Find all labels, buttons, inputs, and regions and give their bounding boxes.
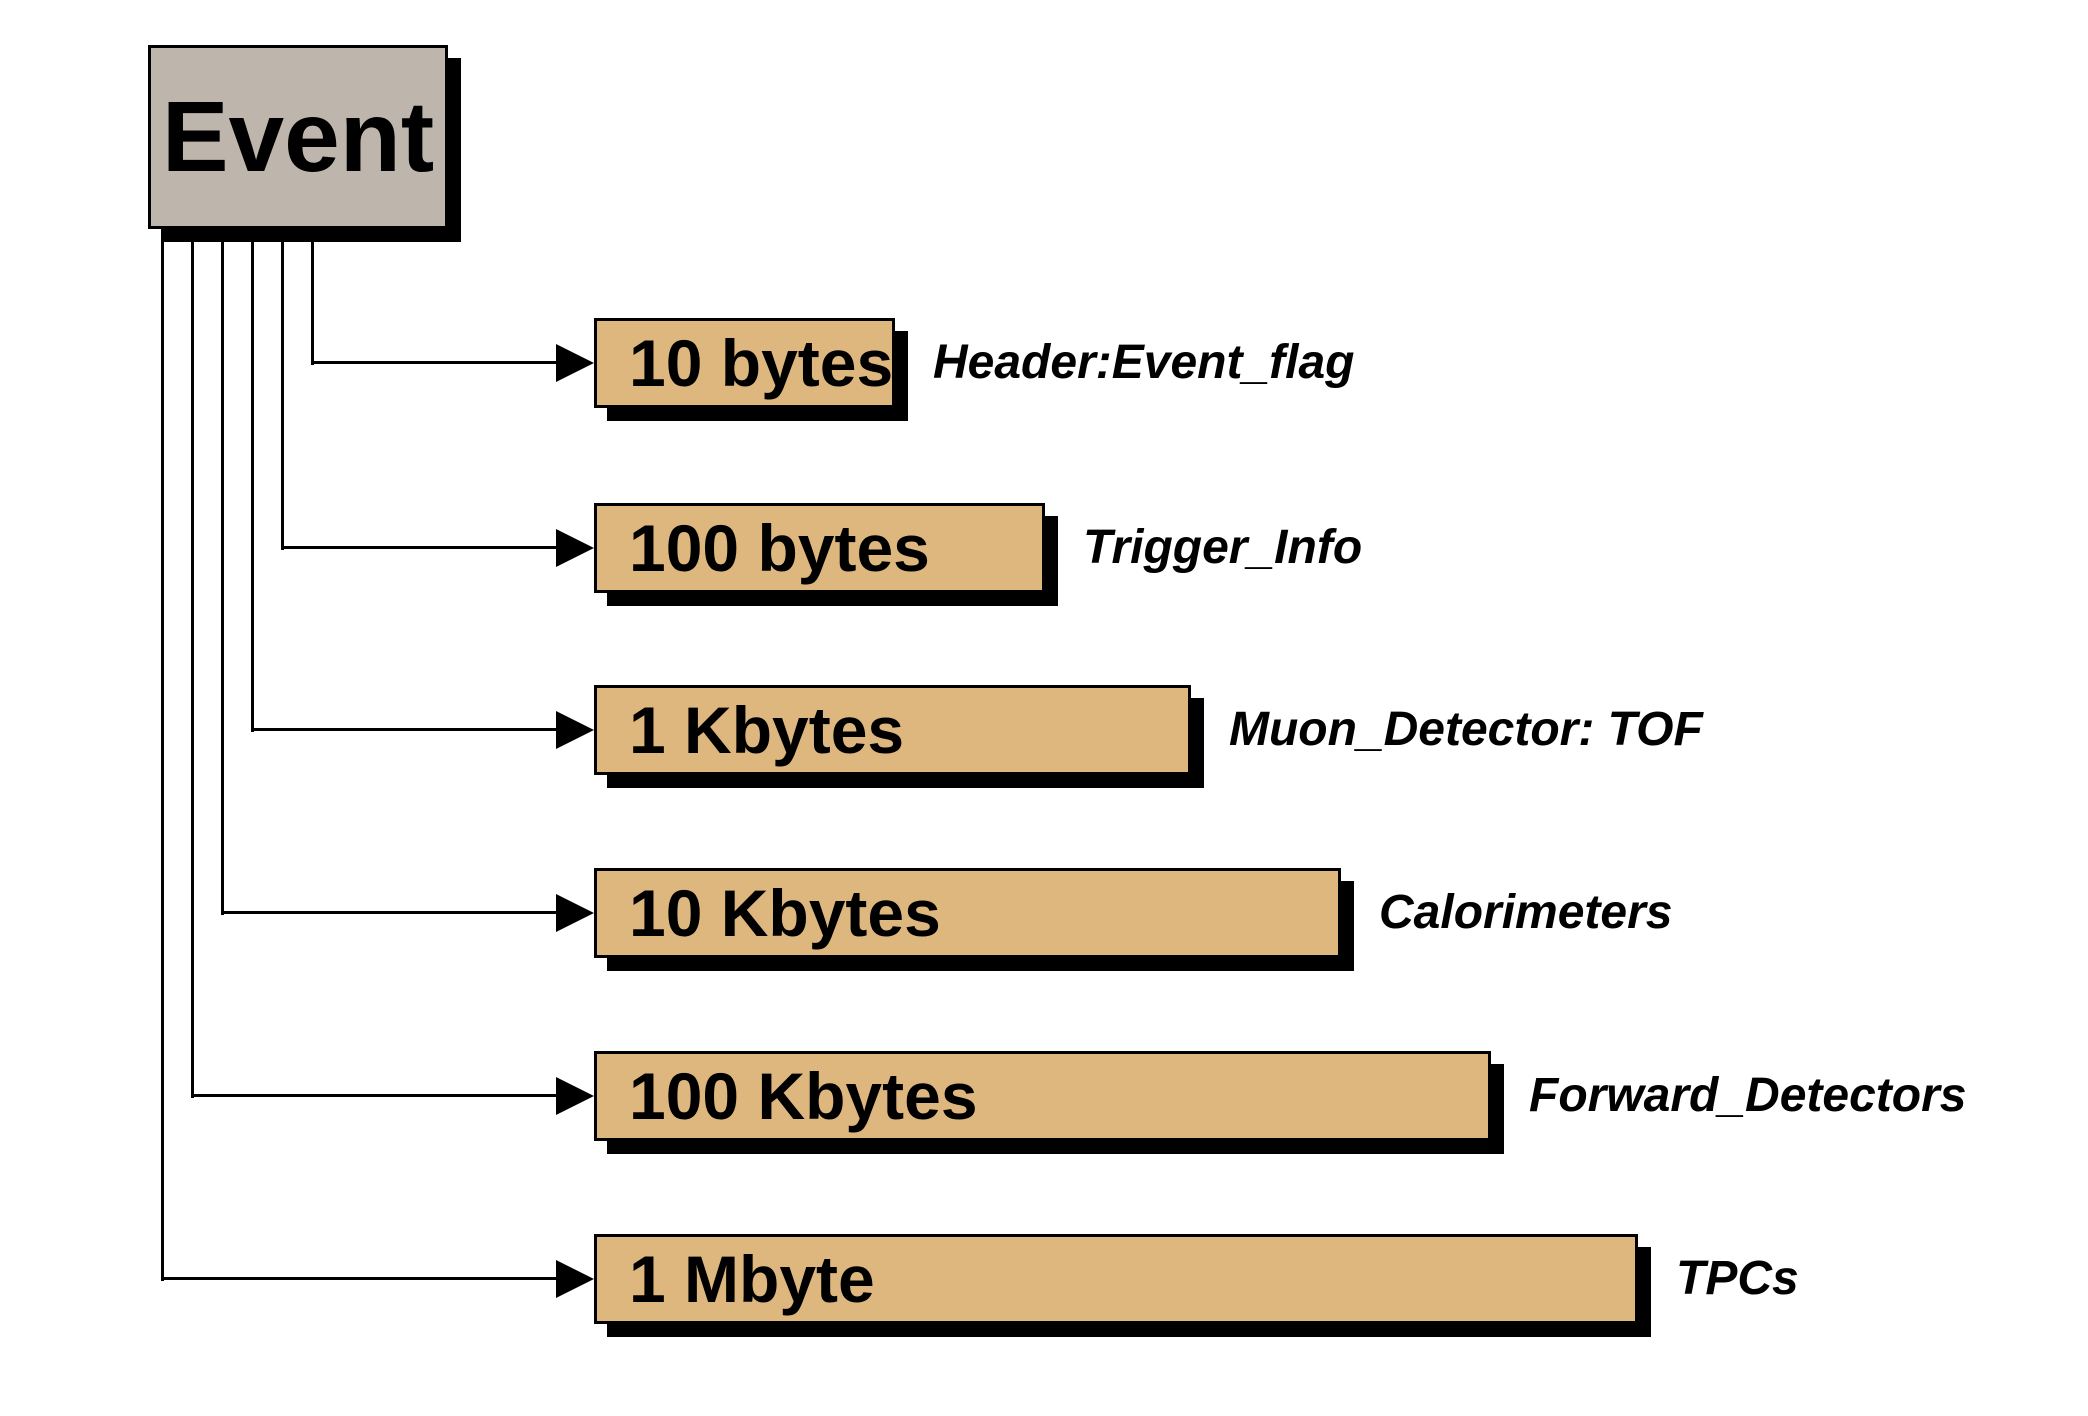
size-bar-label: 10 bytes — [629, 326, 894, 400]
arrowhead-icon — [556, 894, 594, 932]
size-bar-label: 100 Kbytes — [629, 1059, 978, 1133]
size-row: 10 Kbytes Calorimeters — [594, 868, 1672, 958]
connector-hline — [191, 1094, 558, 1097]
detector-label: Calorimeters — [1379, 886, 1673, 939]
size-row: 10 bytes Header:Event_flag — [594, 318, 1354, 408]
arrowhead-icon — [556, 711, 594, 749]
size-bar: 100 bytes — [594, 503, 1045, 593]
size-row: 1 Mbyte TPCs — [594, 1234, 1799, 1324]
size-bar: 1 Mbyte — [594, 1234, 1638, 1324]
detector-label: TPCs — [1676, 1252, 1799, 1305]
connector-hline — [251, 728, 558, 731]
detector-label: Muon_Detector: TOF — [1229, 703, 1703, 756]
connector-hline — [311, 361, 558, 364]
arrowhead-icon — [556, 1077, 594, 1115]
size-row: 100 bytes Trigger_Info — [594, 503, 1362, 593]
size-bar: 1 Kbytes — [594, 685, 1191, 775]
connector-hline — [161, 1277, 558, 1280]
connector-vline — [221, 230, 224, 915]
connector-vline — [311, 230, 314, 365]
event-root-box: Event — [148, 45, 448, 229]
size-bar-label: 100 bytes — [629, 511, 930, 585]
size-bar: 100 Kbytes — [594, 1051, 1491, 1141]
connector-hline — [281, 546, 558, 549]
detector-label: Trigger_Info — [1083, 521, 1363, 574]
arrowhead-icon — [556, 529, 594, 567]
size-bar: 10 Kbytes — [594, 868, 1341, 958]
detector-label: Header:Event_flag — [933, 336, 1355, 389]
detector-label: Forward_Detectors — [1529, 1069, 1967, 1122]
size-row: 100 Kbytes Forward_Detectors — [594, 1051, 1966, 1141]
connector-vline — [251, 230, 254, 732]
arrowhead-icon — [556, 344, 594, 382]
event-root-label: Event — [161, 81, 435, 193]
size-row: 1 Kbytes Muon_Detector: TOF — [594, 685, 1703, 775]
connector-vline — [161, 230, 164, 1281]
size-bar-label: 10 Kbytes — [629, 876, 941, 950]
arrowhead-icon — [556, 1260, 594, 1298]
connector-vline — [281, 230, 284, 550]
size-bar: 10 bytes — [594, 318, 895, 408]
connector-hline — [221, 911, 558, 914]
size-bar-label: 1 Kbytes — [629, 693, 905, 767]
connector-vline — [191, 230, 194, 1098]
size-bar-label: 1 Mbyte — [629, 1242, 875, 1316]
